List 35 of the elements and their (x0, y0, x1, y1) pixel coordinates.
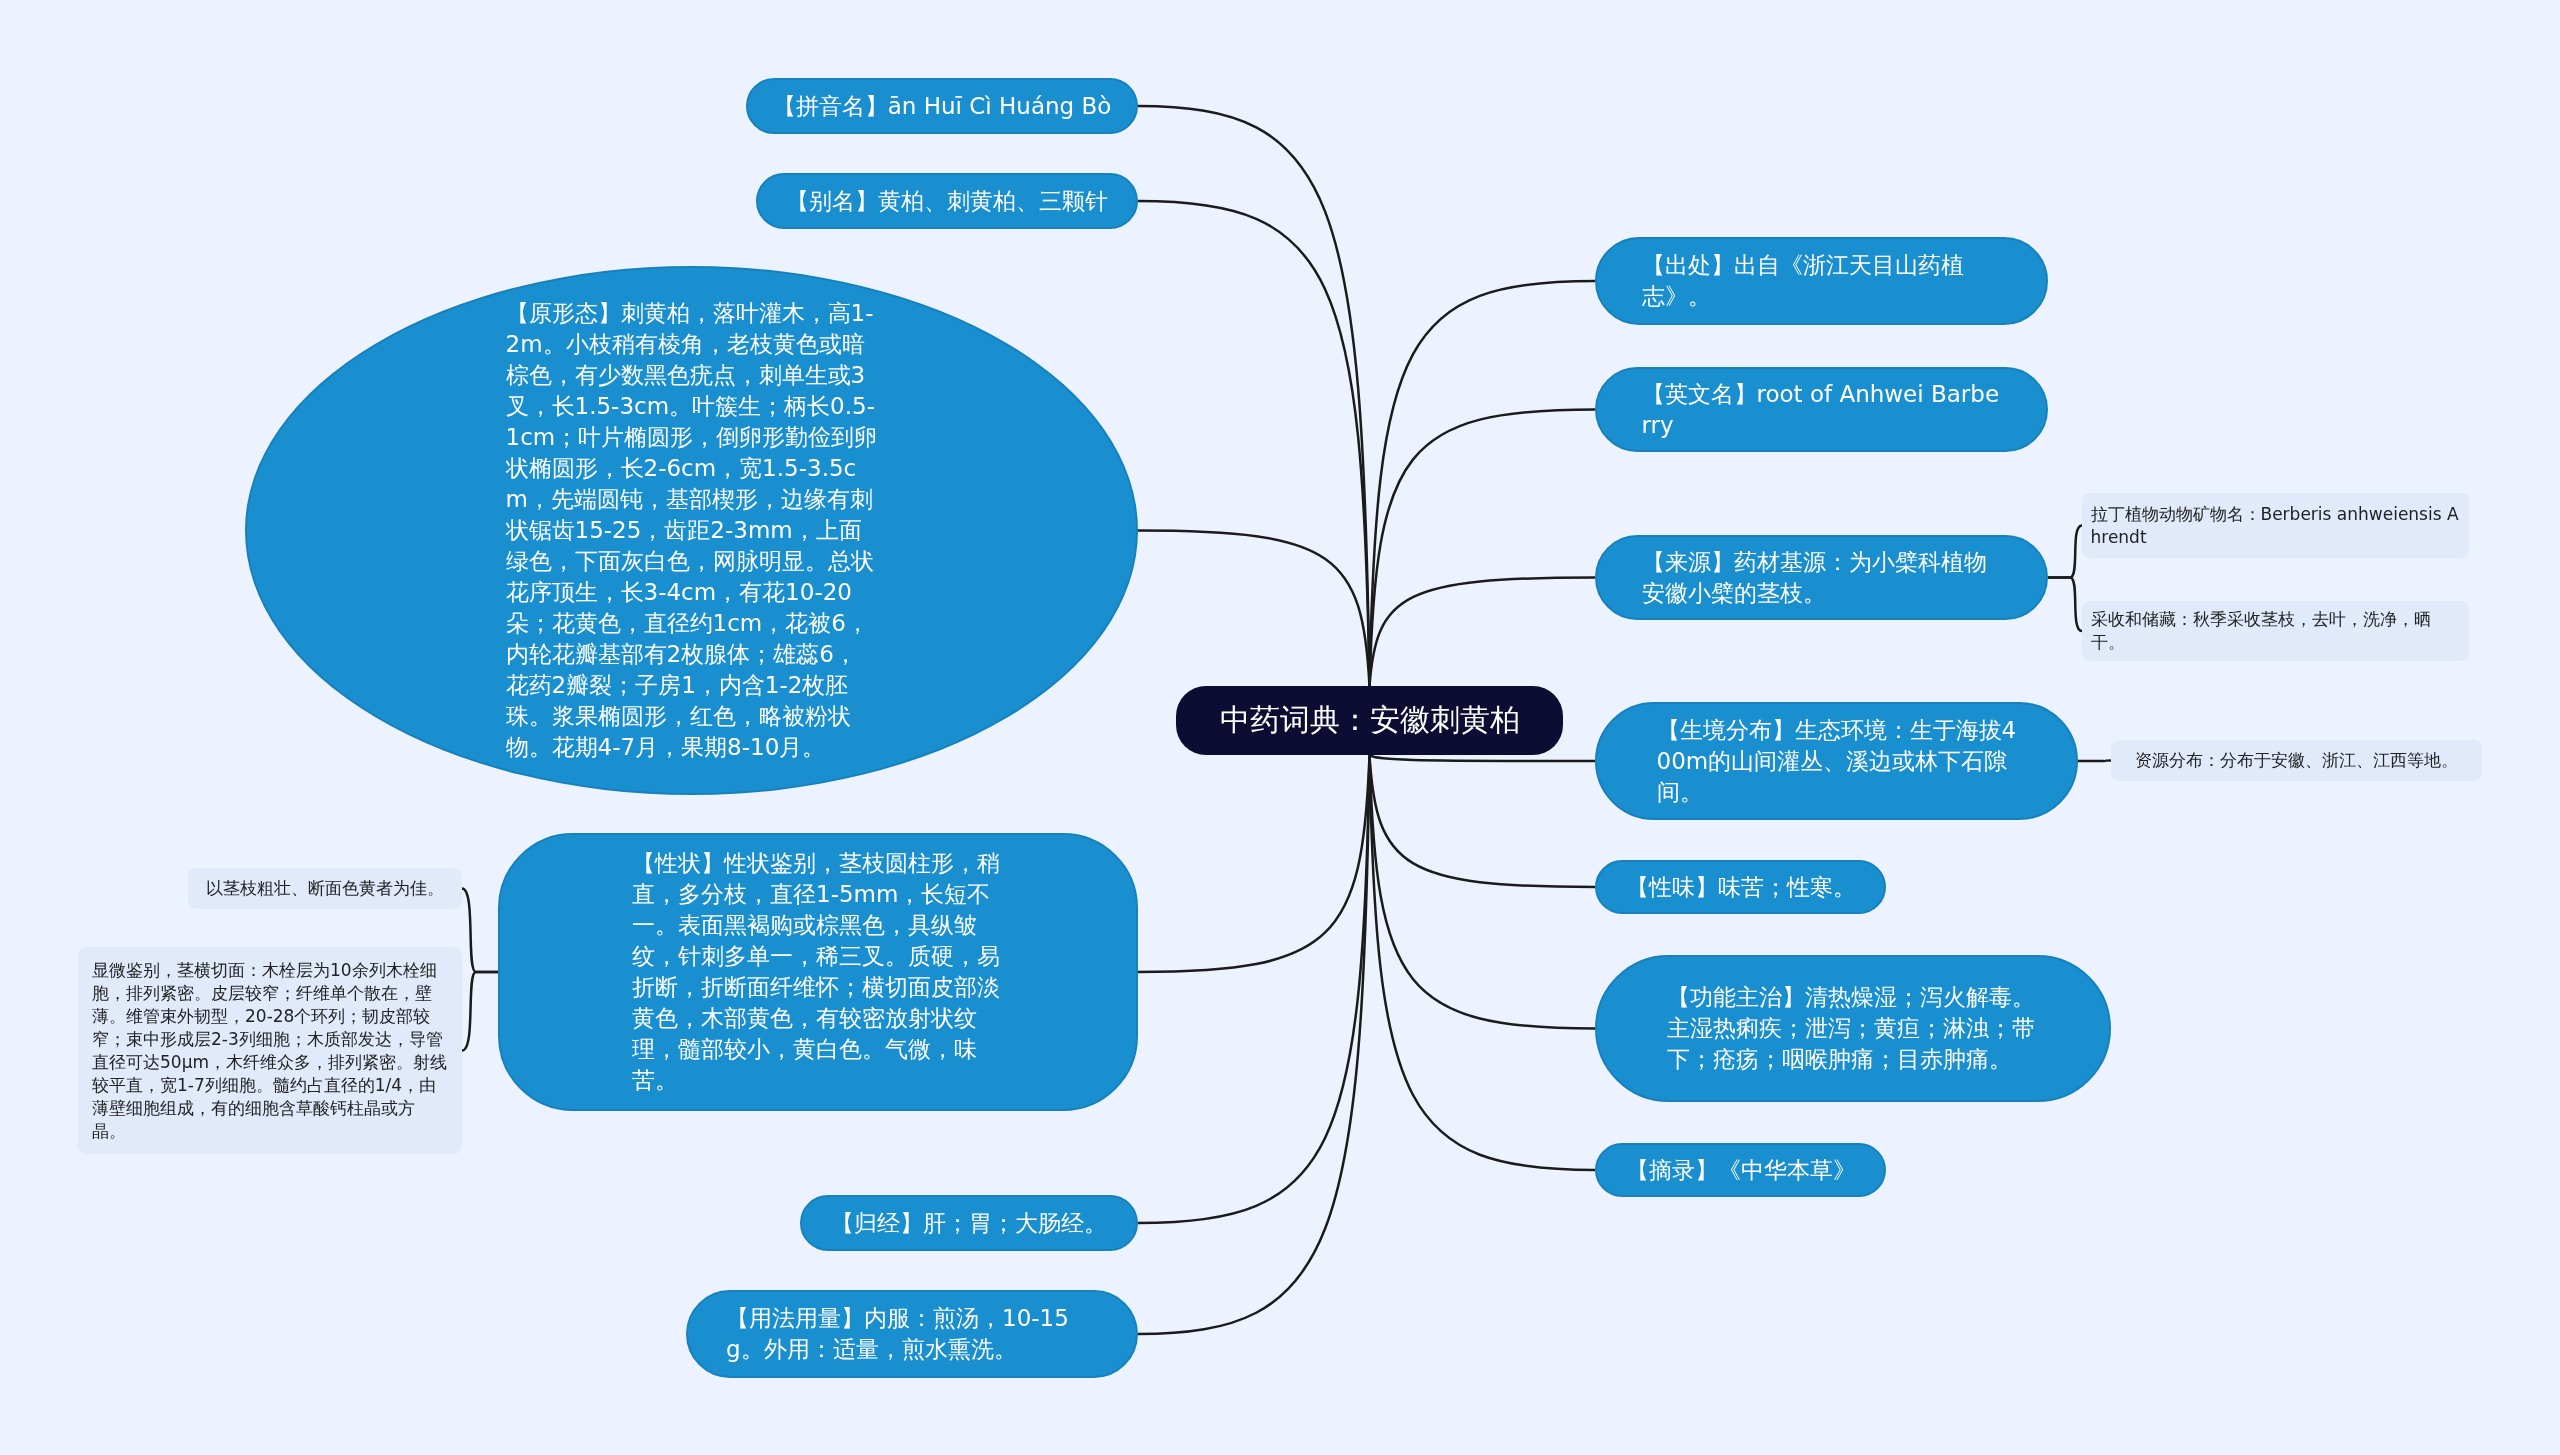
topic-text: 【摘录】《中华本草》 (1625, 1155, 1856, 1185)
topic-box (1595, 1143, 1886, 1197)
note-box (188, 868, 462, 909)
topic-text: 【别名】黄柏、刺黄柏、三颗针 (786, 186, 1108, 216)
topic-text: 【英文名】root of Anhwei Barberry (1641, 379, 2001, 440)
topic-text: 【来源】药材基源：为小檗科植物安徽小檗的茎枝。 (1641, 547, 1988, 608)
topic-box (1595, 860, 1886, 914)
note-box (2082, 493, 2469, 558)
connector-line (461, 970, 498, 1052)
topic-box (746, 78, 1138, 134)
topic-text: 【归经】肝；胃；大肠经。 (831, 1208, 1107, 1238)
topic-text: 【用法用量】内服：煎汤，10-15g。外用：适量，煎水熏洗。 (726, 1304, 1070, 1364)
topic-box (498, 833, 1138, 1111)
topic-text: 【出处】出自《浙江天目山药植志》。 (1641, 251, 1965, 311)
topic-box (800, 1195, 1138, 1251)
topic-text: 中药词典：安徽刺黄柏 (1219, 701, 1520, 739)
topic-text: 【性状】性状鉴别，茎枝圆柱形，稍直，多分枝，直径1-5mm，长短不一。表面黑褐购或棕黑色，具纵皱纹，针刺多单一，稀三叉。质硬，易折断，折断面纤维怀；横切面皮部淡黄色，木部黄色，有较密放射状纹理，髓部较小，黄白色。气微，味苦。 (632, 849, 1001, 1095)
central-topic (1176, 686, 1563, 755)
topic-text: 显微鉴别，茎横切面：木栓层为10余列木栓细胞，排列紧密。皮层较窄；纤维单个散在，壁薄。维管束外韧型，20-28个环列；韧皮部较窄；束中形成层2-3列细胞；木质部发达，导管直径可达50μm，木纤维众多，排列紧密。射线较平直，宽1-7列细胞。髓约占直径的1/4，由薄壁细胞组成，有的细胞含草酸钙柱晶或方晶。 (92, 958, 448, 1143)
topic-text: 采收和储藏：秋季采收茎枝，去叶，洗净，晒干。 (2090, 608, 2432, 654)
topic-text: 资源分布：分布于安徽、浙江、江西等地。 (2135, 749, 2458, 772)
note-box (2111, 740, 2482, 781)
topic-text: 【拼音名】ān Huī Cì Huáng Bò (772, 91, 1112, 121)
topic-text: 【原形态】刺黄柏，落叶灌木，高1-2m。小枝稍有棱角，老枝黄色或暗棕色，有少数黑色疣点，刺单生或3叉，长1.5-3cm。叶簇生；柄长0.5-1cm；叶片椭圆形，倒卵形勤俭到卵状椭圆形，长2-6cm，宽1.5-3.5cm，先端圆钝，基部楔形，边缘有刺状锯齿15-25，齿距2-3mm，上面绿色，下面灰白色，网脉明显。总状花序顶生，长3-4cm，有花10-20朵；花黄色，直径约1cm，花被6，内轮花瓣基部有2枚腺体；雄蕊6，花药2瓣裂；子房1，内含1-2枚胚珠。浆果椭圆形，红色，略被粉状物。花期4-7月，果期8-10月。 (505, 299, 878, 762)
connector-line (1368, 753, 1595, 763)
note-box (78, 947, 462, 1154)
topic-box (756, 173, 1138, 229)
connector-line (2078, 759, 2111, 763)
topic-text: 以茎枝粗壮、断面色黄者为佳。 (206, 877, 444, 900)
topic-text: 【性味】味苦；性寒。 (1625, 872, 1856, 902)
topic-text: 【功能主治】清热燥湿；泻火解毒。主湿热痢疾；泄泻；黄疸；淋浊；带下；疮疡；咽喉肿痛；目赤肿痛。 (1667, 983, 2036, 1074)
topic-text: 【生境分布】生态环境：生于海拔400m的山间灌丛、溪边或林下石隙间。 (1656, 715, 2017, 807)
topic-text: 拉丁植物动物矿物名：Berberis anhweiensis Ahrendt (2090, 502, 2460, 549)
connector-line (2048, 576, 2083, 633)
note-box (2082, 601, 2469, 661)
